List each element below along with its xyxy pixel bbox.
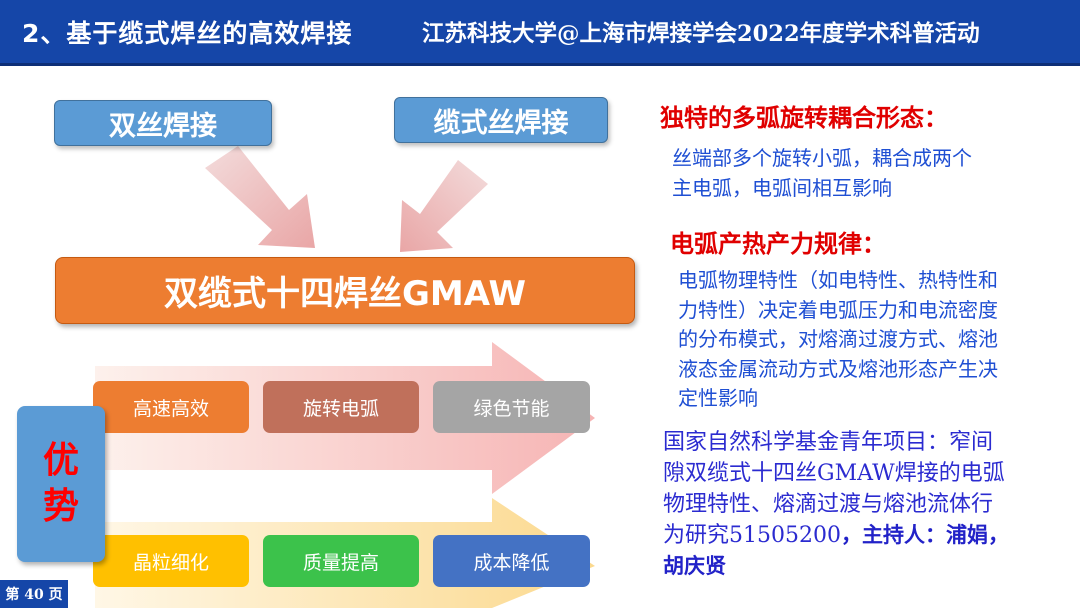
organizer-text: 江苏科技大学@上海市焊接学会2022年度学术科普活动: [422, 21, 980, 47]
host-name: 胡庆贤: [663, 554, 726, 578]
heading-arc-heat-force: 电弧产热产力规律：: [670, 230, 886, 258]
advantage-char: 势: [42, 486, 79, 527]
heading-arc-morphology: 独特的多弧旋转耦合形态：: [660, 104, 948, 132]
advantage-label-box: 优 势: [17, 406, 105, 562]
text-line: 丝端部多个旋转小弧，耦合成两个: [672, 146, 972, 170]
header-bar: 2、基于缆式焊丝的高效焊接 江苏科技大学@上海市焊接学会2022年度学术科普活动: [0, 0, 1080, 66]
advantage-tag: 旋转电弧: [263, 381, 419, 433]
arc-morphology-text: 丝端部多个旋转小弧，耦合成两个 主电弧，电弧间相互影响: [672, 144, 972, 203]
host-label: ，主持人：浦娟，: [840, 523, 1009, 547]
text-line: 主电弧，电弧间相互影响: [672, 175, 892, 200]
text-line: 力特性）决定着电弧压力和电流密度: [678, 297, 998, 322]
text-line: 胡庆贤: [663, 551, 1009, 582]
text-line: 为研究51505200，主持人：浦娟，: [663, 520, 1009, 551]
text-line: 国家自然科学基金青年项目：窄间: [663, 430, 994, 455]
page-number: 第 40 页: [0, 580, 68, 608]
text-line: 电弧物理特性（如电特性、热特性和: [678, 268, 998, 292]
cable-wire-welding-box: 缆式丝焊接: [394, 97, 608, 143]
text-line: 定性影响: [678, 386, 758, 410]
advantage-tag: 成本降低: [433, 535, 590, 587]
text-line: 隙双缆式十四丝GMAW焊接的电弧: [663, 461, 1005, 486]
advantage-char: 优: [42, 440, 79, 481]
arc-heat-force-text: 电弧物理特性（如电特性、热特性和 力特性）决定着电弧压力和电流密度 的分布模式，…: [678, 266, 998, 414]
arrow-left-shape: [205, 146, 315, 248]
advantage-tag: 晶粒细化: [93, 535, 249, 587]
funding-text: 国家自然科学基金青年项目：窄间 隙双缆式十四丝GMAW焊接的电弧 物理特性、熔滴…: [663, 427, 1009, 582]
arrow-right-shape: [400, 160, 488, 252]
slide-title: 2、基于缆式焊丝的高效焊接: [22, 19, 353, 48]
double-wire-welding-box: 双丝焊接: [54, 100, 272, 146]
advantage-tag: 高速高效: [93, 381, 249, 433]
text-line: 液态金属流动方式及熔池形态产生决: [678, 356, 998, 381]
main-process-box: 双缆式十四焊丝GMAW: [55, 257, 635, 324]
text-line: 物理特性、熔滴过渡与熔池流体行: [663, 492, 994, 517]
project-number: 为研究51505200: [663, 523, 841, 548]
text-line: 的分布模式，对熔滴过渡方式、熔池: [678, 327, 998, 351]
advantage-tag: 绿色节能: [433, 381, 590, 433]
advantage-tag: 质量提高: [263, 535, 419, 587]
